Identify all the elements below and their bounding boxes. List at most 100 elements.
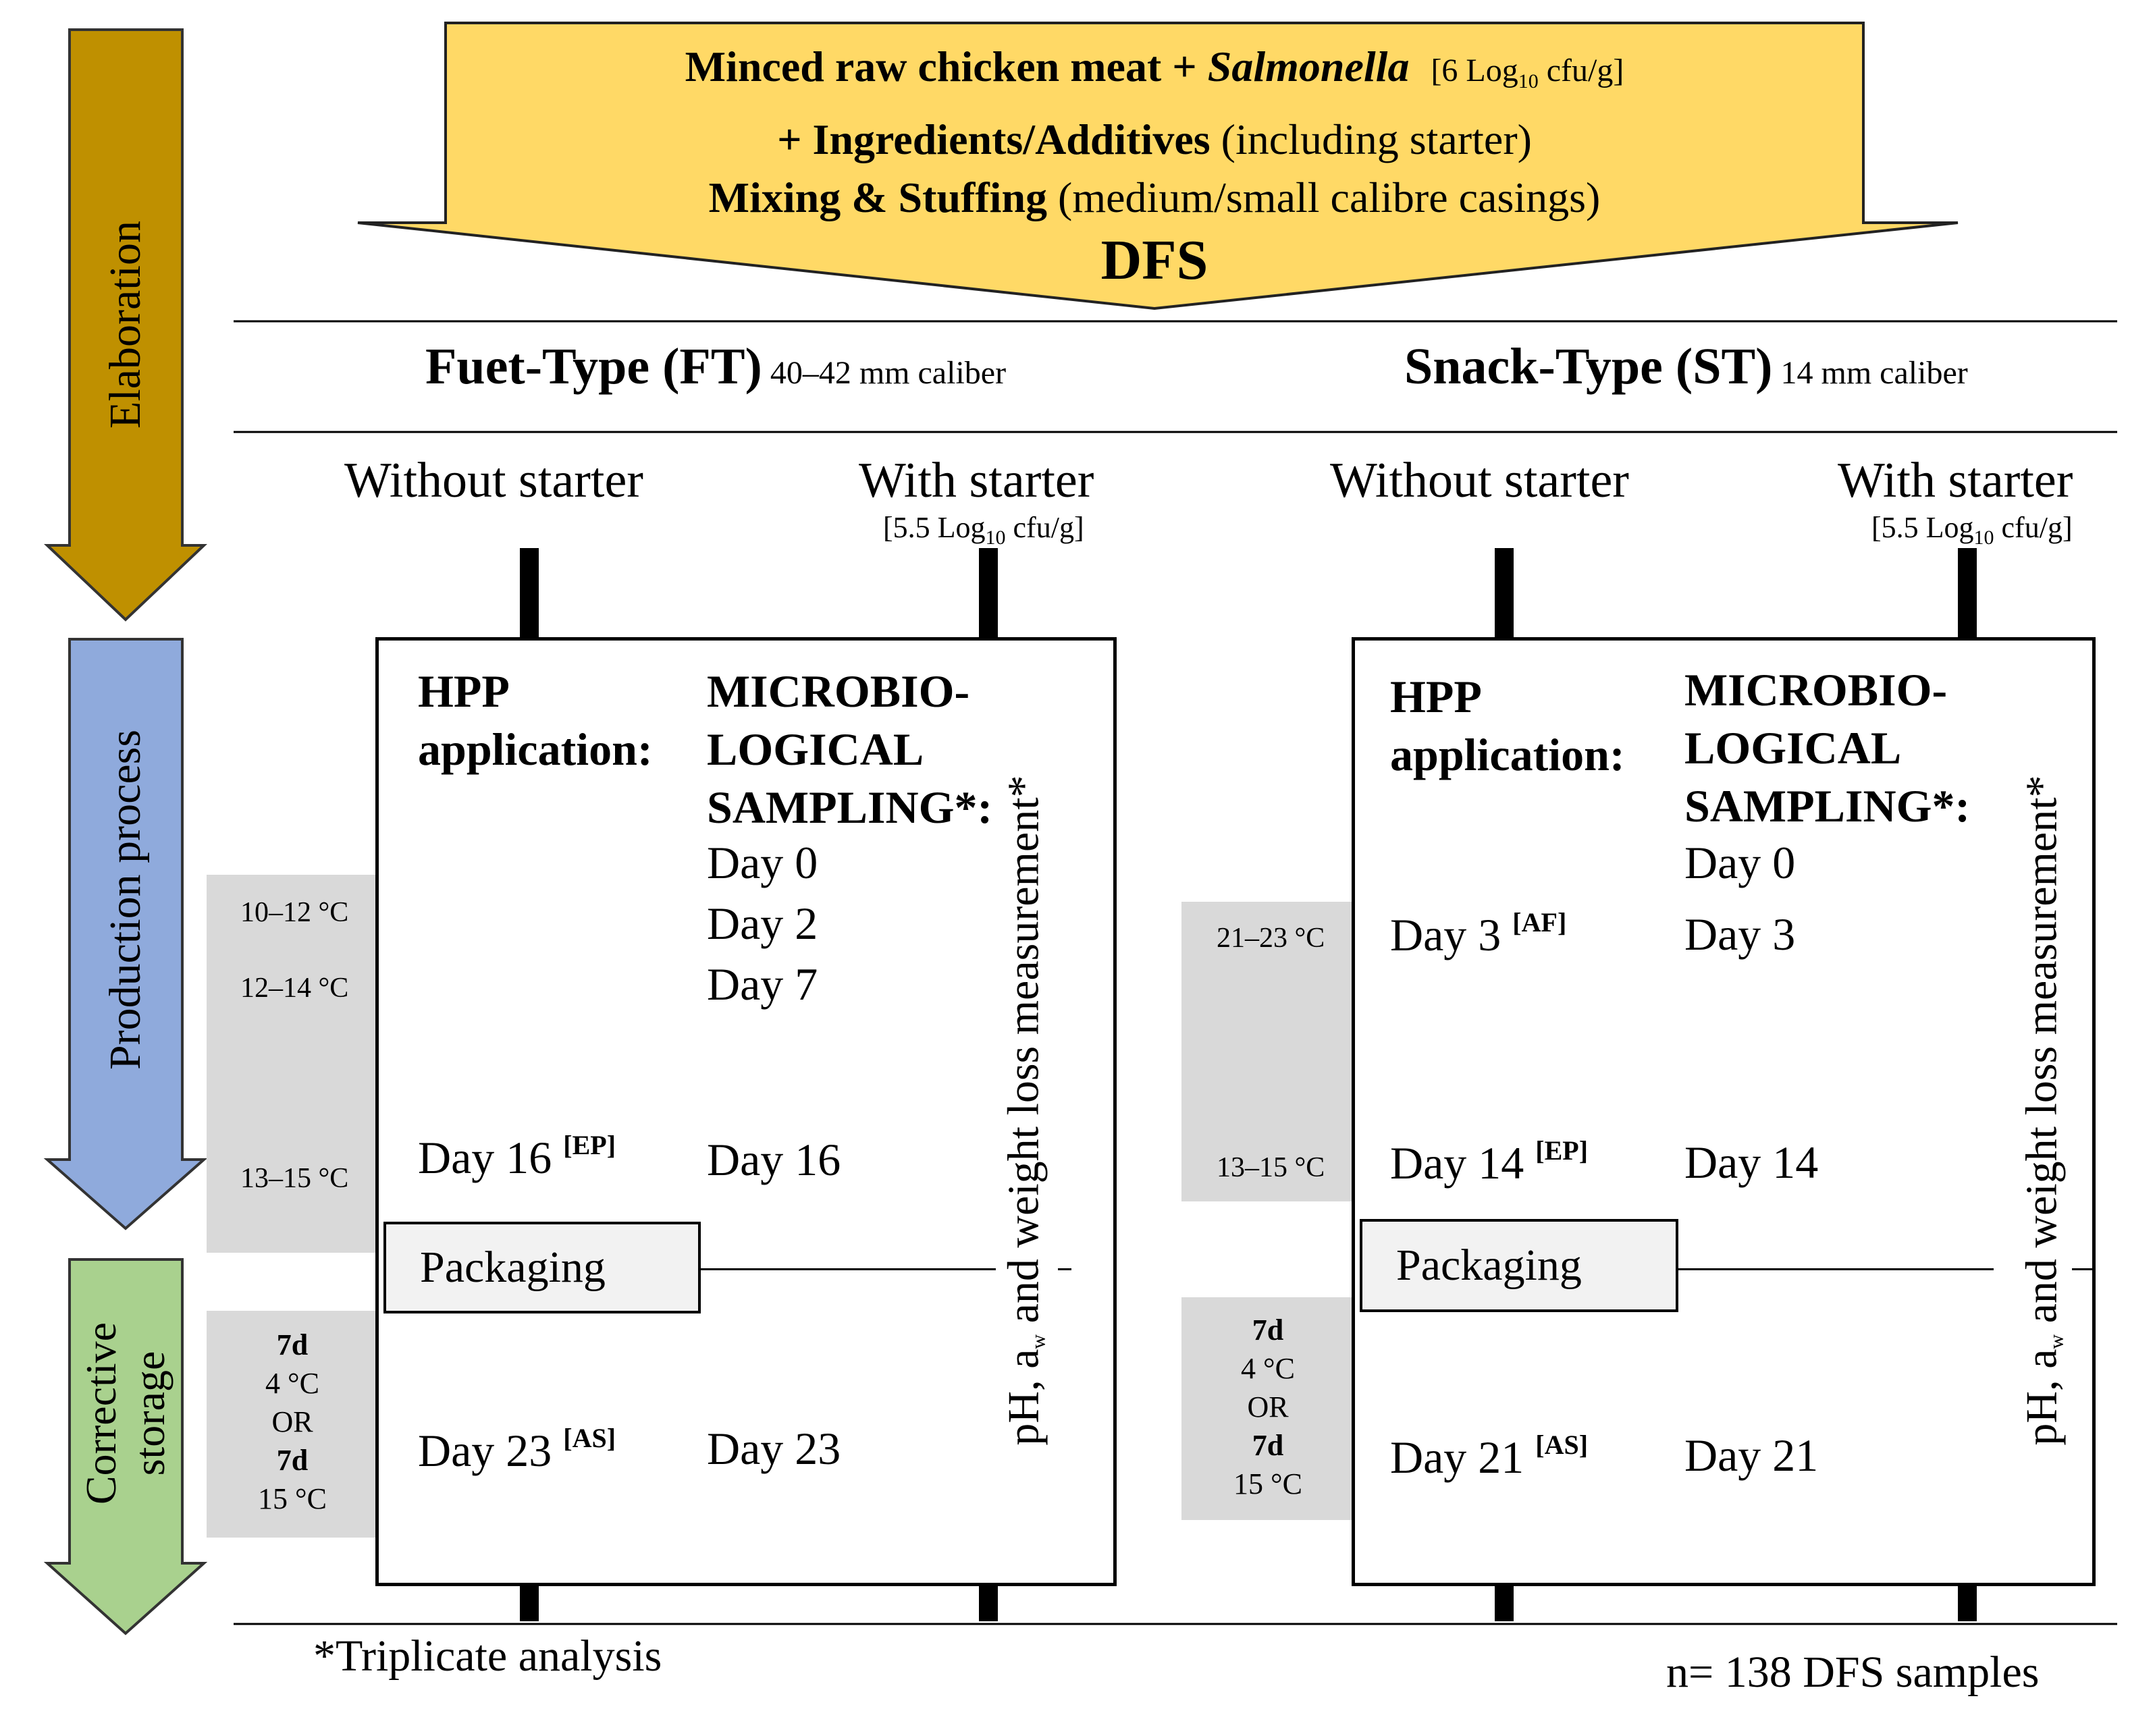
st-name: Snack-Type (ST) bbox=[1404, 338, 1773, 395]
measure-sub: w bbox=[2045, 1334, 2068, 1349]
ft-with-starter: With starter bbox=[859, 453, 1094, 508]
storage-or: OR bbox=[271, 1405, 313, 1438]
ft-packaging-label: Packaging bbox=[420, 1243, 606, 1292]
ft-measurement-label: pH, aw and weight loss measurement* bbox=[999, 775, 1050, 1445]
st-hpp-day: Day 14 [EP] bbox=[1390, 1135, 1588, 1190]
measure-sub: w bbox=[1027, 1334, 1050, 1349]
dose-sub: 10 bbox=[985, 526, 1006, 549]
st-packaging-line bbox=[2072, 1268, 2092, 1270]
st-measurement-label: pH, aw and weight loss measurement* bbox=[2017, 775, 2069, 1445]
hpp-line: HPP bbox=[418, 666, 510, 717]
ft-temp: 10–12 °C bbox=[240, 897, 349, 928]
input-arrow bbox=[357, 22, 1959, 310]
storage-label: Corrective storage bbox=[77, 1322, 174, 1504]
measure-pre: pH, a bbox=[999, 1349, 1048, 1446]
storage-or: OR bbox=[1247, 1390, 1289, 1423]
ft-temperature-block: 10–12 °C 12–14 °C 13–15 °C bbox=[207, 875, 378, 1253]
hpp-line: HPP bbox=[1390, 671, 1482, 722]
ft-micro-day: Day 2 bbox=[707, 898, 818, 949]
connector-post bbox=[1958, 548, 1977, 639]
ft-starter-dose: [5.5 Log10 cfu/g] bbox=[883, 510, 1084, 549]
ft-temp: 12–14 °C bbox=[240, 973, 349, 1004]
ingredients-text: + Ingredients/Additives bbox=[777, 115, 1210, 163]
hpp-day-label: Day 16 bbox=[418, 1132, 552, 1183]
ft-micro-heading: MICROBIO- LOGICAL SAMPLING*: bbox=[707, 662, 992, 836]
production-label: Production process bbox=[101, 729, 150, 1070]
ft-hpp-heading: HPP application: bbox=[418, 662, 653, 778]
dose-sub: 10 bbox=[1973, 526, 1994, 549]
ft-storage-block: 7d 4 °C OR 7d 15 °C bbox=[207, 1311, 378, 1538]
storage-temp: 4 °C bbox=[265, 1367, 319, 1400]
storage-label-line2: storage bbox=[126, 1351, 174, 1476]
ft-packaging-line bbox=[1058, 1268, 1071, 1270]
connector-post bbox=[520, 1583, 539, 1621]
hpp-day-label: Day 23 bbox=[418, 1425, 552, 1476]
micro-line: SAMPLING*: bbox=[707, 782, 993, 833]
micro-line: MICROBIO- bbox=[707, 666, 970, 717]
micro-line: LOGICAL bbox=[1684, 722, 1902, 774]
storage-label-line1: Corrective bbox=[77, 1322, 125, 1505]
ft-without-starter: Without starter bbox=[344, 453, 643, 508]
st-starter-dose: [5.5 Log10 cfu/g] bbox=[1871, 510, 2073, 549]
st-micro-day: Day 14 bbox=[1684, 1137, 1819, 1188]
measure-pre: pH, a bbox=[2017, 1349, 2067, 1446]
storage-temp: 4 °C bbox=[1241, 1352, 1295, 1385]
connector-post bbox=[979, 1583, 998, 1621]
hpp-line: application: bbox=[1390, 729, 1625, 780]
st-hpp-day: Day 3 [AF] bbox=[1390, 906, 1566, 962]
dose-pre: [5.5 Log bbox=[883, 511, 986, 544]
hpp-day-tag: [AS] bbox=[563, 1423, 616, 1453]
hpp-day-label: Day 14 bbox=[1390, 1137, 1524, 1189]
ft-packaging-box: Packaging bbox=[383, 1222, 701, 1313]
st-temp: 21–23 °C bbox=[1217, 923, 1325, 954]
ft-micro-day: Day 7 bbox=[707, 958, 818, 1010]
ft-storage-conditions: 7d 4 °C OR 7d 15 °C bbox=[207, 1311, 378, 1518]
input-line-3: Mixing & Stuffing (medium/small calibre … bbox=[446, 169, 1863, 227]
salmonella-text: Salmonella bbox=[1207, 43, 1410, 90]
input-line-1: Minced raw chicken meat + Salmonella [6 … bbox=[446, 38, 1863, 111]
hpp-line: application: bbox=[418, 724, 653, 775]
connector-post bbox=[520, 548, 539, 639]
elaboration-stage-arrow bbox=[43, 28, 208, 622]
connector-post bbox=[1495, 548, 1514, 639]
st-packaging-line bbox=[1672, 1268, 1994, 1270]
dose-post: cfu/g] bbox=[1005, 511, 1084, 544]
st-hpp-heading: HPP application: bbox=[1390, 668, 1625, 784]
ingredients-note: (including starter) bbox=[1210, 115, 1532, 163]
hpp-day-label: Day 3 bbox=[1390, 909, 1501, 960]
measure-post: and weight loss measurement* bbox=[2017, 775, 2067, 1334]
ft-type-heading: Fuet-Type (FT) 40–42 mm caliber bbox=[425, 337, 1006, 396]
ft-temp: 13–15 °C bbox=[240, 1163, 349, 1194]
ft-caliber: 40–42 mm caliber bbox=[762, 355, 1007, 391]
storage-temp: 15 °C bbox=[258, 1482, 327, 1515]
dose-post: cfu/g] bbox=[1994, 511, 2073, 544]
input-line-2: + Ingredients/Additives (including start… bbox=[446, 111, 1863, 169]
st-storage-block: 7d 4 °C OR 7d 15 °C bbox=[1181, 1297, 1354, 1520]
dose-pre: [5.5 Log bbox=[1871, 511, 1974, 544]
ft-name: Fuet-Type (FT) bbox=[425, 338, 762, 395]
st-micro-day: Day 3 bbox=[1684, 908, 1796, 960]
input-description: Minced raw chicken meat + Salmonella [6 … bbox=[446, 38, 1863, 294]
storage-temp: 15 °C bbox=[1233, 1467, 1302, 1500]
st-caliber: 14 mm caliber bbox=[1772, 355, 1968, 391]
connector-post bbox=[1958, 1583, 1977, 1621]
inoculum-pre: [6 Log bbox=[1431, 53, 1518, 88]
hpp-day-tag: [EP] bbox=[1535, 1135, 1589, 1166]
st-packaging-box: Packaging bbox=[1360, 1219, 1678, 1312]
micro-line: MICROBIO- bbox=[1684, 664, 1948, 715]
measure-post: and weight loss measurement* bbox=[999, 775, 1048, 1334]
production-stage-arrow bbox=[43, 638, 208, 1230]
ft-micro-day: Day 16 bbox=[707, 1134, 841, 1185]
st-with-starter: With starter bbox=[1838, 453, 2073, 508]
connector-post bbox=[979, 548, 998, 639]
mixing-note: (medium/small calibre casings) bbox=[1047, 173, 1601, 221]
mixing-text: Mixing & Stuffing bbox=[708, 173, 1048, 221]
micro-line: SAMPLING*: bbox=[1684, 780, 1971, 832]
ft-hpp-day: Day 16 [EP] bbox=[418, 1129, 616, 1185]
elaboration-label: Elaboration bbox=[101, 221, 150, 429]
inoculum-sub: 10 bbox=[1518, 70, 1539, 92]
ft-micro-day: Day 0 bbox=[707, 837, 818, 888]
st-storage-conditions: 7d 4 °C OR 7d 15 °C bbox=[1181, 1297, 1354, 1503]
